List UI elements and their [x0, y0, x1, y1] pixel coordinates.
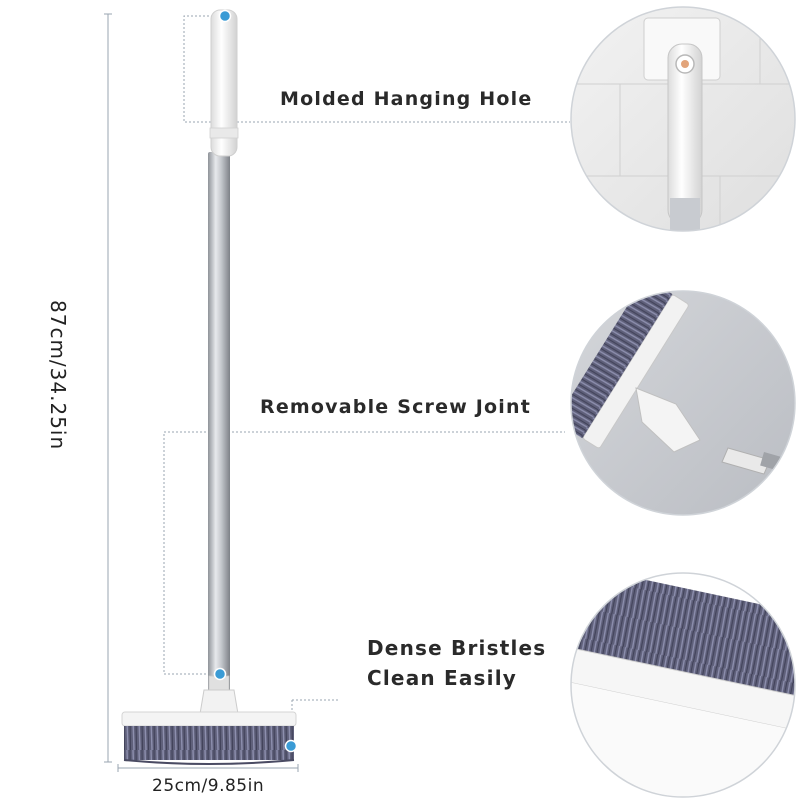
feature-label-screw-joint: Removable Screw Joint [260, 396, 532, 418]
top-marker-icon [218, 9, 232, 23]
brush-head [121, 711, 297, 765]
leader-lines [163, 15, 570, 746]
height-dimension-label: 87cm/34.25in [46, 300, 70, 451]
detail-screw-joint-image [570, 290, 796, 516]
feature-label-bristles-line1: Dense Bristles [367, 636, 547, 660]
screw-joint [199, 675, 239, 715]
width-dimension-label: 25cm/9.85in [152, 776, 265, 796]
feature-label-bristles-line2: Clean Easily [367, 666, 518, 690]
steel-pole [208, 152, 230, 692]
detail-hanging-hole-image [570, 6, 796, 232]
detail-bristles-image [570, 572, 796, 798]
feature-label-hanging-hole: Molded Hanging Hole [280, 88, 533, 110]
joint-marker-icon [213, 667, 227, 681]
bristle-marker-icon [284, 739, 298, 753]
top-handle [209, 9, 239, 157]
height-dimension-line [104, 13, 112, 763]
width-dimension-line [117, 764, 299, 772]
accent-dots [213, 9, 298, 753]
